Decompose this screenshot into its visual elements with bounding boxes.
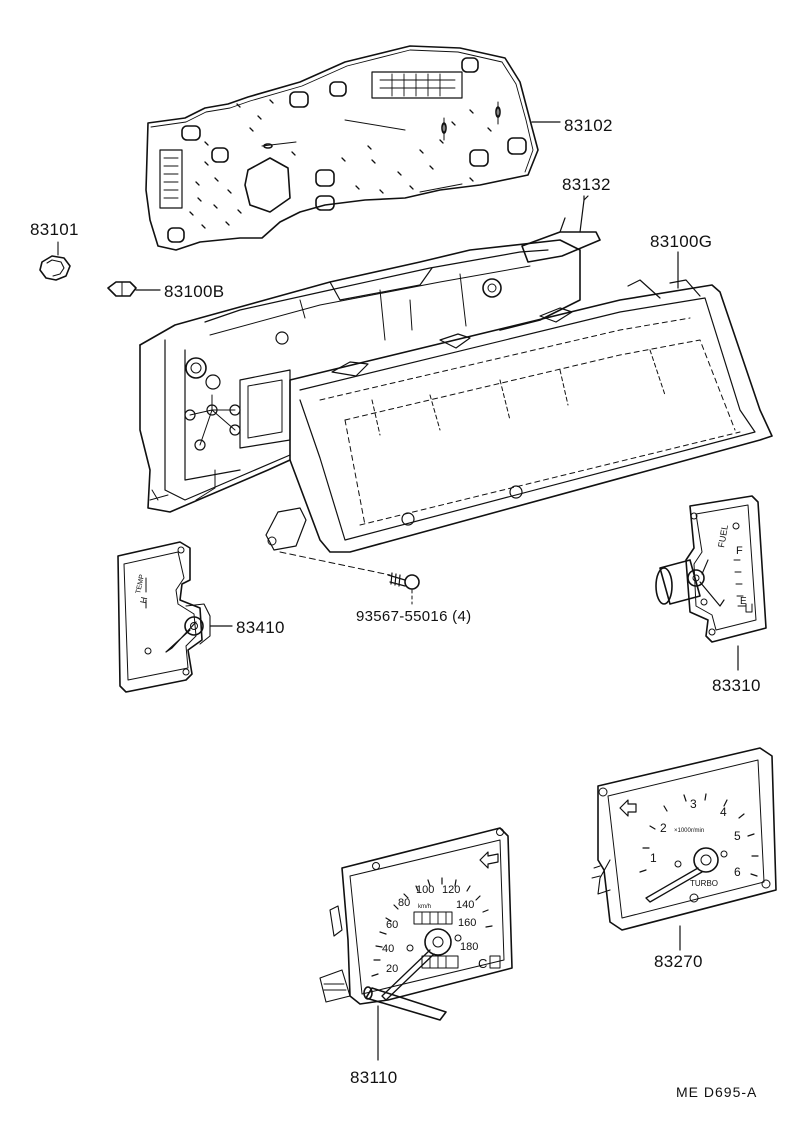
speed-scale: 20 40 60 80 100 120 140 160 180 km/h C [382, 884, 487, 975]
tach-tick-1: 1 [650, 851, 657, 865]
part-label-83132: 83132 [562, 175, 611, 194]
bulb-socket-83101 [39, 241, 71, 281]
speed-tick-80: 80 [398, 897, 410, 909]
temp-h-mark: H [138, 596, 149, 604]
tach-turbo: TURBO [690, 879, 718, 888]
speed-tick-160: 160 [458, 917, 476, 929]
part-label-93567-55016: 93567-55016 (4) [356, 608, 472, 625]
diagram-code: ME D695-A [676, 1084, 758, 1100]
part-label-83100B: 83100B [164, 282, 225, 301]
fuel-empty-mark: E [740, 596, 747, 607]
speed-tick-20: 20 [386, 963, 398, 975]
tachometer-83270 [591, 747, 777, 951]
part-label-83110: 83110 [350, 1068, 398, 1087]
speed-tick-40: 40 [382, 943, 394, 955]
temp-label: TEMP [135, 574, 146, 595]
part-label-83310: 83310 [712, 676, 761, 695]
tach-tick-3: 3 [690, 797, 697, 811]
part-label-83102: 83102 [564, 116, 613, 135]
speedometer-83110 [319, 827, 513, 1061]
temp-gauge-83410 [117, 541, 233, 693]
bracket-83132 [521, 195, 601, 263]
fuel-gauge-83310 [655, 495, 767, 671]
tach-tick-6: 6 [734, 865, 741, 879]
tach-tick-2: 2 [660, 821, 667, 835]
cluster-case [139, 239, 581, 513]
part-label-83410: 83410 [236, 618, 285, 637]
fuel-full-mark: F [736, 545, 743, 557]
tach-scale: 1 2 3 4 5 6 ×1000r/min TURBO [650, 797, 741, 888]
speed-tick-120: 120 [442, 884, 460, 896]
part-label-83100G: 83100G [650, 232, 713, 251]
part-label-83101: 83101 [30, 220, 79, 239]
speed-c-mark: C [478, 956, 487, 971]
screw-93567-55016 [387, 572, 420, 605]
tach-unit: ×1000r/min [674, 828, 704, 834]
speed-tick-60: 60 [386, 919, 398, 931]
tach-tick-5: 5 [734, 829, 741, 843]
speed-unit: km/h [418, 904, 431, 910]
speed-tick-180: 180 [460, 941, 478, 953]
cluster-lens-83100G [265, 251, 773, 576]
speed-tick-100: 100 [416, 884, 434, 896]
fuel-label: FUEL [716, 524, 730, 548]
speed-tick-140: 140 [456, 899, 474, 911]
tach-tick-4: 4 [720, 805, 727, 819]
part-label-83270: 83270 [654, 952, 703, 971]
printed-circuit-board-83102 [145, 45, 561, 251]
bulb-83100B [107, 281, 161, 297]
